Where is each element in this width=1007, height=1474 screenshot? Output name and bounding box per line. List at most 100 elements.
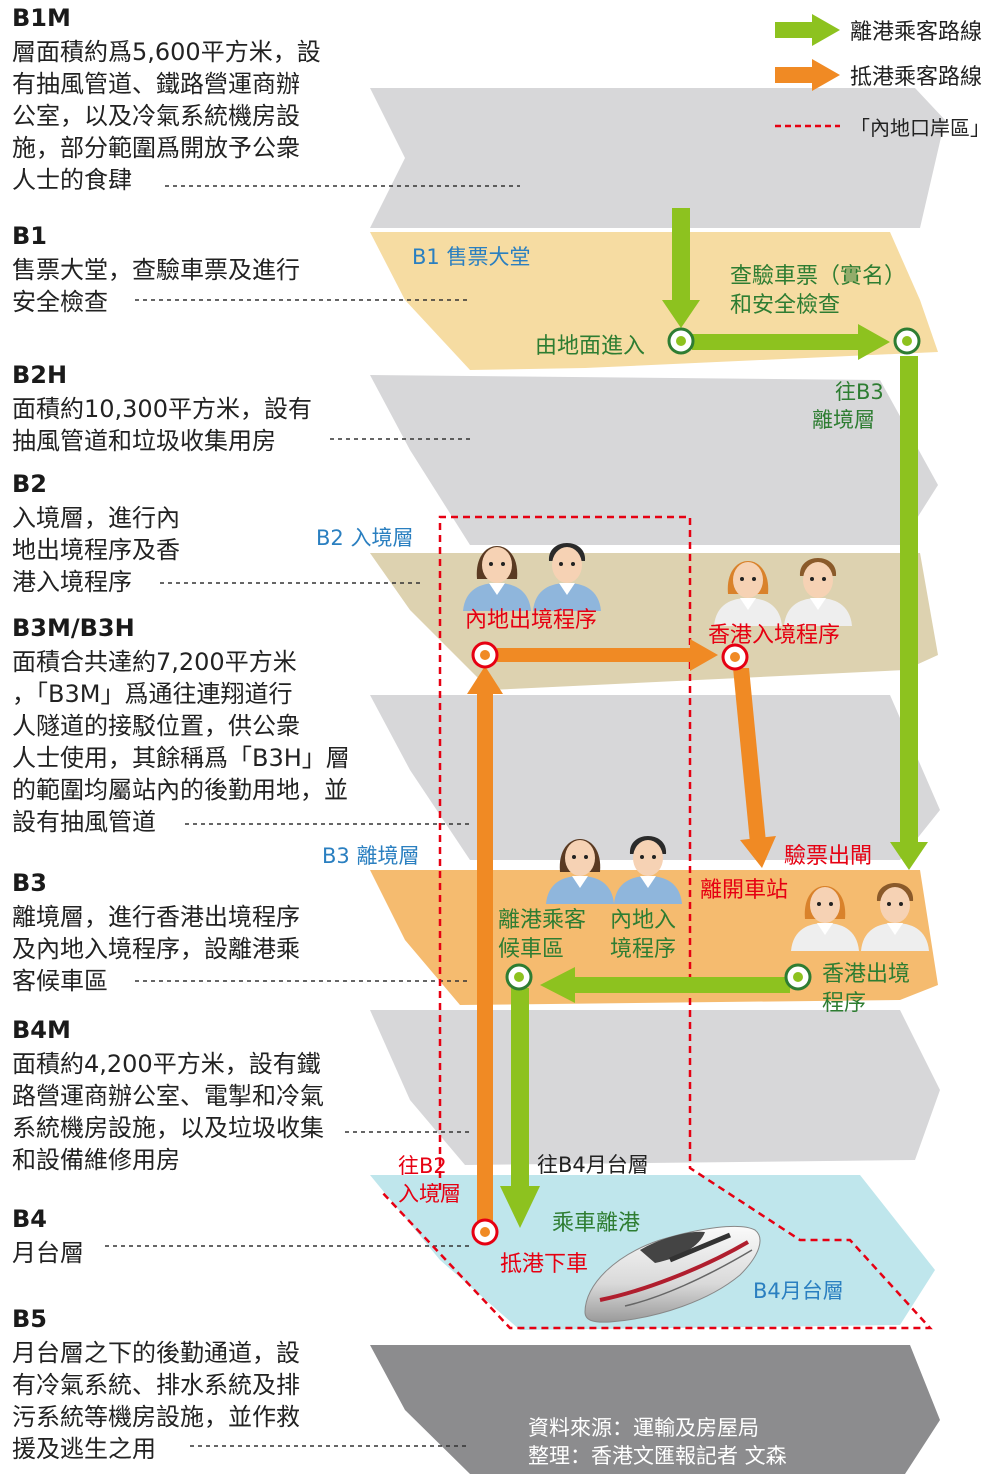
level-code: B2	[12, 470, 47, 498]
level-code: B3M/B3H	[12, 614, 135, 642]
level-code: B2H	[12, 361, 68, 389]
level-description-line: 面積約10,300平方米，設有	[12, 395, 312, 423]
route-node-icon	[471, 641, 499, 669]
level-description-line: 和設備維修用房	[12, 1146, 180, 1174]
floor-b4m	[370, 1010, 940, 1165]
route-node-icon	[505, 963, 533, 991]
route-node-icon	[893, 327, 921, 355]
label-hk-exit: 香港出境	[822, 962, 911, 987]
legend-departure-arrow-icon	[775, 14, 840, 46]
route-node-icon	[784, 963, 812, 991]
legend-boundary-label: 「內地口岸區」	[850, 116, 990, 140]
label-waiting: 離港乘客	[498, 908, 587, 933]
level-description-line: 人士使用，其餘稱爲「B3H」層	[12, 744, 350, 772]
level-description-line: 月台層	[12, 1239, 84, 1267]
arrival-route	[467, 639, 776, 1228]
label-board: 乘車離港	[552, 1211, 641, 1236]
floor-b5	[370, 1345, 940, 1474]
level-description-line: 入境層，進行內	[12, 504, 180, 532]
route-node-icon	[667, 327, 695, 355]
level-description-line: 設有抽風管道	[12, 808, 156, 836]
officer-icon	[861, 883, 929, 951]
officer-icon	[784, 558, 852, 626]
route-nodes	[471, 327, 921, 1246]
label-to-b2-2: 入境層	[398, 1182, 461, 1206]
level-description-line: 公室，以及冷氣系統機房設	[12, 102, 300, 130]
label-hk-exit-2: 程序	[822, 991, 867, 1016]
label-mainland-entry: 內地入	[610, 908, 677, 933]
officer-icon	[546, 839, 614, 904]
level-description-line: 售票大堂，查驗車票及進行	[12, 256, 300, 284]
floor-b1m	[370, 88, 945, 228]
level-description-line: 港入境程序	[12, 568, 132, 596]
label-to-b3: 往B3	[835, 380, 884, 404]
officer-icon	[533, 543, 601, 611]
floor-label-b1: B1 售票大堂	[412, 245, 531, 269]
level-description-line: 離境層，進行香港出境程序	[12, 903, 300, 931]
legend-departure-label: 離港乘客路線	[850, 20, 983, 45]
legend-arrival-arrow-icon	[775, 59, 840, 91]
level-description-line: 路營運商辦公室、電掣和冷氣	[12, 1082, 324, 1110]
level-description-line: 抽風管道和垃圾收集用房	[12, 427, 276, 455]
source-line-1: 資料來源：運輸及房屋局	[528, 1416, 759, 1440]
level-description-line: 援及逃生之用	[12, 1435, 156, 1463]
level-description-line: 施，部分範圍爲開放予公衆	[12, 134, 300, 162]
route-node-icon	[471, 1218, 499, 1246]
mainland-port-area-boundary	[379, 515, 933, 1330]
departure-route	[500, 208, 928, 1228]
floor-label-b4: B4月台層	[753, 1279, 844, 1303]
source-line-2: 整理：香港文匯報記者 文森	[528, 1444, 787, 1468]
level-description-line: 層面積約爲5,600平方米，設	[12, 38, 321, 66]
officer-icon	[791, 886, 859, 951]
level-description-line: 人士的食肆	[12, 166, 132, 194]
level-description-line: 有抽風管道、鐵路營運商辦	[12, 70, 300, 98]
level-description-line: 面積合共達約7,200平方米	[12, 648, 297, 676]
level-description-line: 污系統等機房設施，並作救	[12, 1403, 300, 1431]
label-enter-ground: 由地面進入	[535, 334, 646, 359]
level-code: B1	[12, 222, 47, 250]
level-code: B4	[12, 1205, 47, 1233]
label-to-b4: 往B4月台層	[537, 1153, 649, 1177]
officer-icon	[463, 546, 531, 611]
level-description-line: ，「B3M」爲通往連翔道行	[12, 680, 293, 708]
level-code: B5	[12, 1305, 47, 1333]
level-description-line: 月台層之下的後勤通道，設	[12, 1339, 300, 1367]
route-node-icon	[721, 643, 749, 671]
officers	[463, 543, 929, 951]
floor-label-b3: B3 離境層	[322, 844, 420, 868]
label-to-b3-2: 離境層	[812, 408, 875, 432]
floor-b2h	[370, 375, 938, 545]
level-description-line: 有冷氣系統、排水系統及排	[12, 1371, 300, 1399]
officer-icon	[714, 561, 782, 626]
floor-label-b2: B2 入境層	[316, 526, 414, 550]
level-code: B3	[12, 869, 47, 897]
level-code: B4M	[12, 1016, 71, 1044]
legend-arrival-label: 抵港乘客路線	[850, 65, 983, 90]
label-ticket-check-2: 和安全檢查	[730, 293, 841, 318]
level-description-line: 安全檢查	[12, 288, 108, 316]
label-ticket-check: 查驗車票（實名）	[730, 264, 907, 289]
label-gate: 驗票出閘	[784, 844, 873, 869]
floor-b3m	[370, 695, 940, 860]
label-to-b2: 往B2	[398, 1154, 447, 1178]
level-description-line: 地出境程序及香	[12, 536, 180, 564]
floor-b2	[370, 553, 938, 690]
label-leave-station: 離開車站	[700, 878, 789, 903]
leader-lines	[105, 185, 520, 1447]
train-icon	[584, 1225, 761, 1323]
level-description-line: 人隧道的接駁位置，供公衆	[12, 712, 300, 740]
label-mainland-entry-2: 境程序	[610, 937, 677, 962]
label-waiting-2: 候車區	[498, 937, 565, 962]
level-description-line: 及內地入境程序，設離港乘	[12, 935, 300, 963]
legend	[775, 14, 840, 128]
officer-icon	[614, 836, 682, 904]
level-code: B1M	[12, 4, 71, 32]
level-description-line: 系統機房設施，以及垃圾收集	[12, 1114, 324, 1142]
label-hk-entry: 香港入境程序	[708, 623, 841, 648]
label-alight: 抵港下車	[500, 1252, 589, 1277]
level-description-line: 的範圍均屬站內的後勤用地，並	[12, 776, 348, 804]
label-mainland-exit: 內地出境程序	[465, 608, 598, 633]
level-description-line: 面積約4,200平方米，設有鐵	[12, 1050, 321, 1078]
level-description-line: 客候車區	[12, 967, 108, 995]
